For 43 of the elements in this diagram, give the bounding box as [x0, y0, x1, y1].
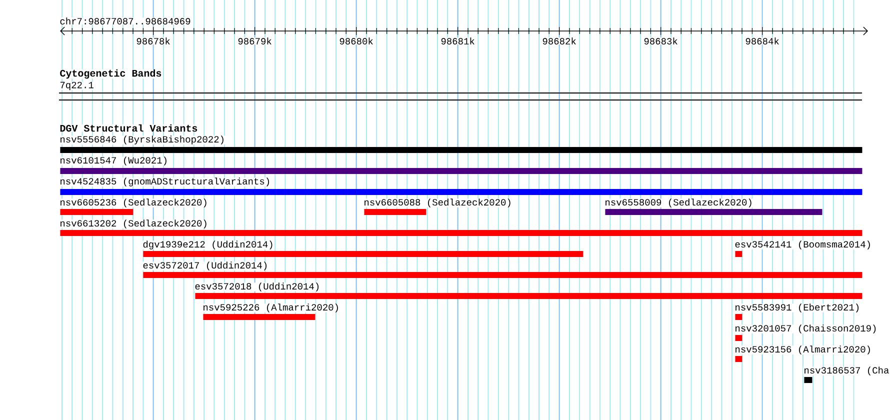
- tick-label: 98682k: [542, 38, 577, 44]
- feature-bar: nsv6558009 (Sedlazeck2020): [604, 198, 822, 215]
- feature-bar: nsv6613202 (Sedlazeck2020): [59, 220, 862, 236]
- node-label: nsv6101547 (Wu2021): [60, 156, 166, 166]
- feature-bar: nsv5923156 (Almarri2020): [734, 346, 872, 362]
- feature-bar: nsv6605088 (Sedlazeck2020): [363, 198, 512, 215]
- tick-label: 98683k: [643, 38, 678, 44]
- node-label: nsv6605236 (Sedlazeck2020): [60, 198, 206, 208]
- tick-label: 98678k: [136, 38, 171, 44]
- node-label: esv3572018 (Uddin2014): [195, 282, 319, 292]
- node-label: nsv4524835 (gnomADStructuralVariants): [60, 178, 270, 186]
- node-label: esv3542141 (Boomsma2014): [735, 240, 870, 250]
- feature-bar: nsv5556846 (ByrskaBishop2022): [59, 136, 862, 153]
- node-label: nsv6558009 (Sedlazeck2020): [606, 198, 752, 208]
- feature-bar: nsv3201057 (Chaisson2019): [734, 324, 878, 341]
- track-title: Cytogenetic Bands: [59, 69, 162, 79]
- node-label: nsv5925226 (Almarri2020): [204, 304, 338, 312]
- feature-bar: nsv5925226 (Almarri2020): [202, 304, 340, 320]
- feature-bar: esv3542141 (Boomsma2014): [734, 240, 872, 257]
- feature-bar: nsv6605236 (Sedlazeck2020): [59, 198, 208, 215]
- coordinate-label: chr7:98677087..98684969: [59, 18, 192, 24]
- feature-bar: dgv1939e212 (Uddin2014): [142, 240, 584, 257]
- node-label: nsv5583991 (Ebert2021): [736, 304, 859, 312]
- node-label: dgv1939e212 (Uddin2014): [143, 240, 272, 250]
- track-title: DGV Structural Variants: [59, 124, 198, 132]
- tick-label: 98681k: [440, 38, 476, 44]
- feature-bar: esv3572018 (Uddin2014): [194, 282, 862, 299]
- tick-label: 98679k: [237, 38, 272, 44]
- node-label: nsv5556846 (ByrskaBishop2022): [60, 136, 224, 144]
- node-label: esv3572017 (Uddin2014): [143, 262, 267, 270]
- tick-label: 98680k: [338, 38, 374, 44]
- feature-bar: nsv6101547 (Wu2021): [59, 156, 862, 174]
- feature-bar: nsv3186537 (Cha: [803, 366, 890, 383]
- feature-bar: nsv5583991 (Ebert2021): [734, 304, 861, 320]
- node-label: nsv3186537 (Cha: [804, 366, 889, 376]
- node-label: nsv5923156 (Almarri2020): [736, 346, 870, 354]
- feature-bar: esv3572017 (Uddin2014): [142, 262, 862, 278]
- tick-label: 98684k: [744, 38, 780, 44]
- node-label: nsv6605088 (Sedlazeck2020): [364, 198, 510, 208]
- band-label: 7q22.1: [59, 82, 94, 90]
- node-label: nsv3201057 (Chaisson2019): [736, 324, 876, 334]
- node-label: nsv6613202 (Sedlazeck2020): [60, 220, 206, 228]
- feature-bar: nsv4524835 (gnomADStructuralVariants): [59, 178, 862, 195]
